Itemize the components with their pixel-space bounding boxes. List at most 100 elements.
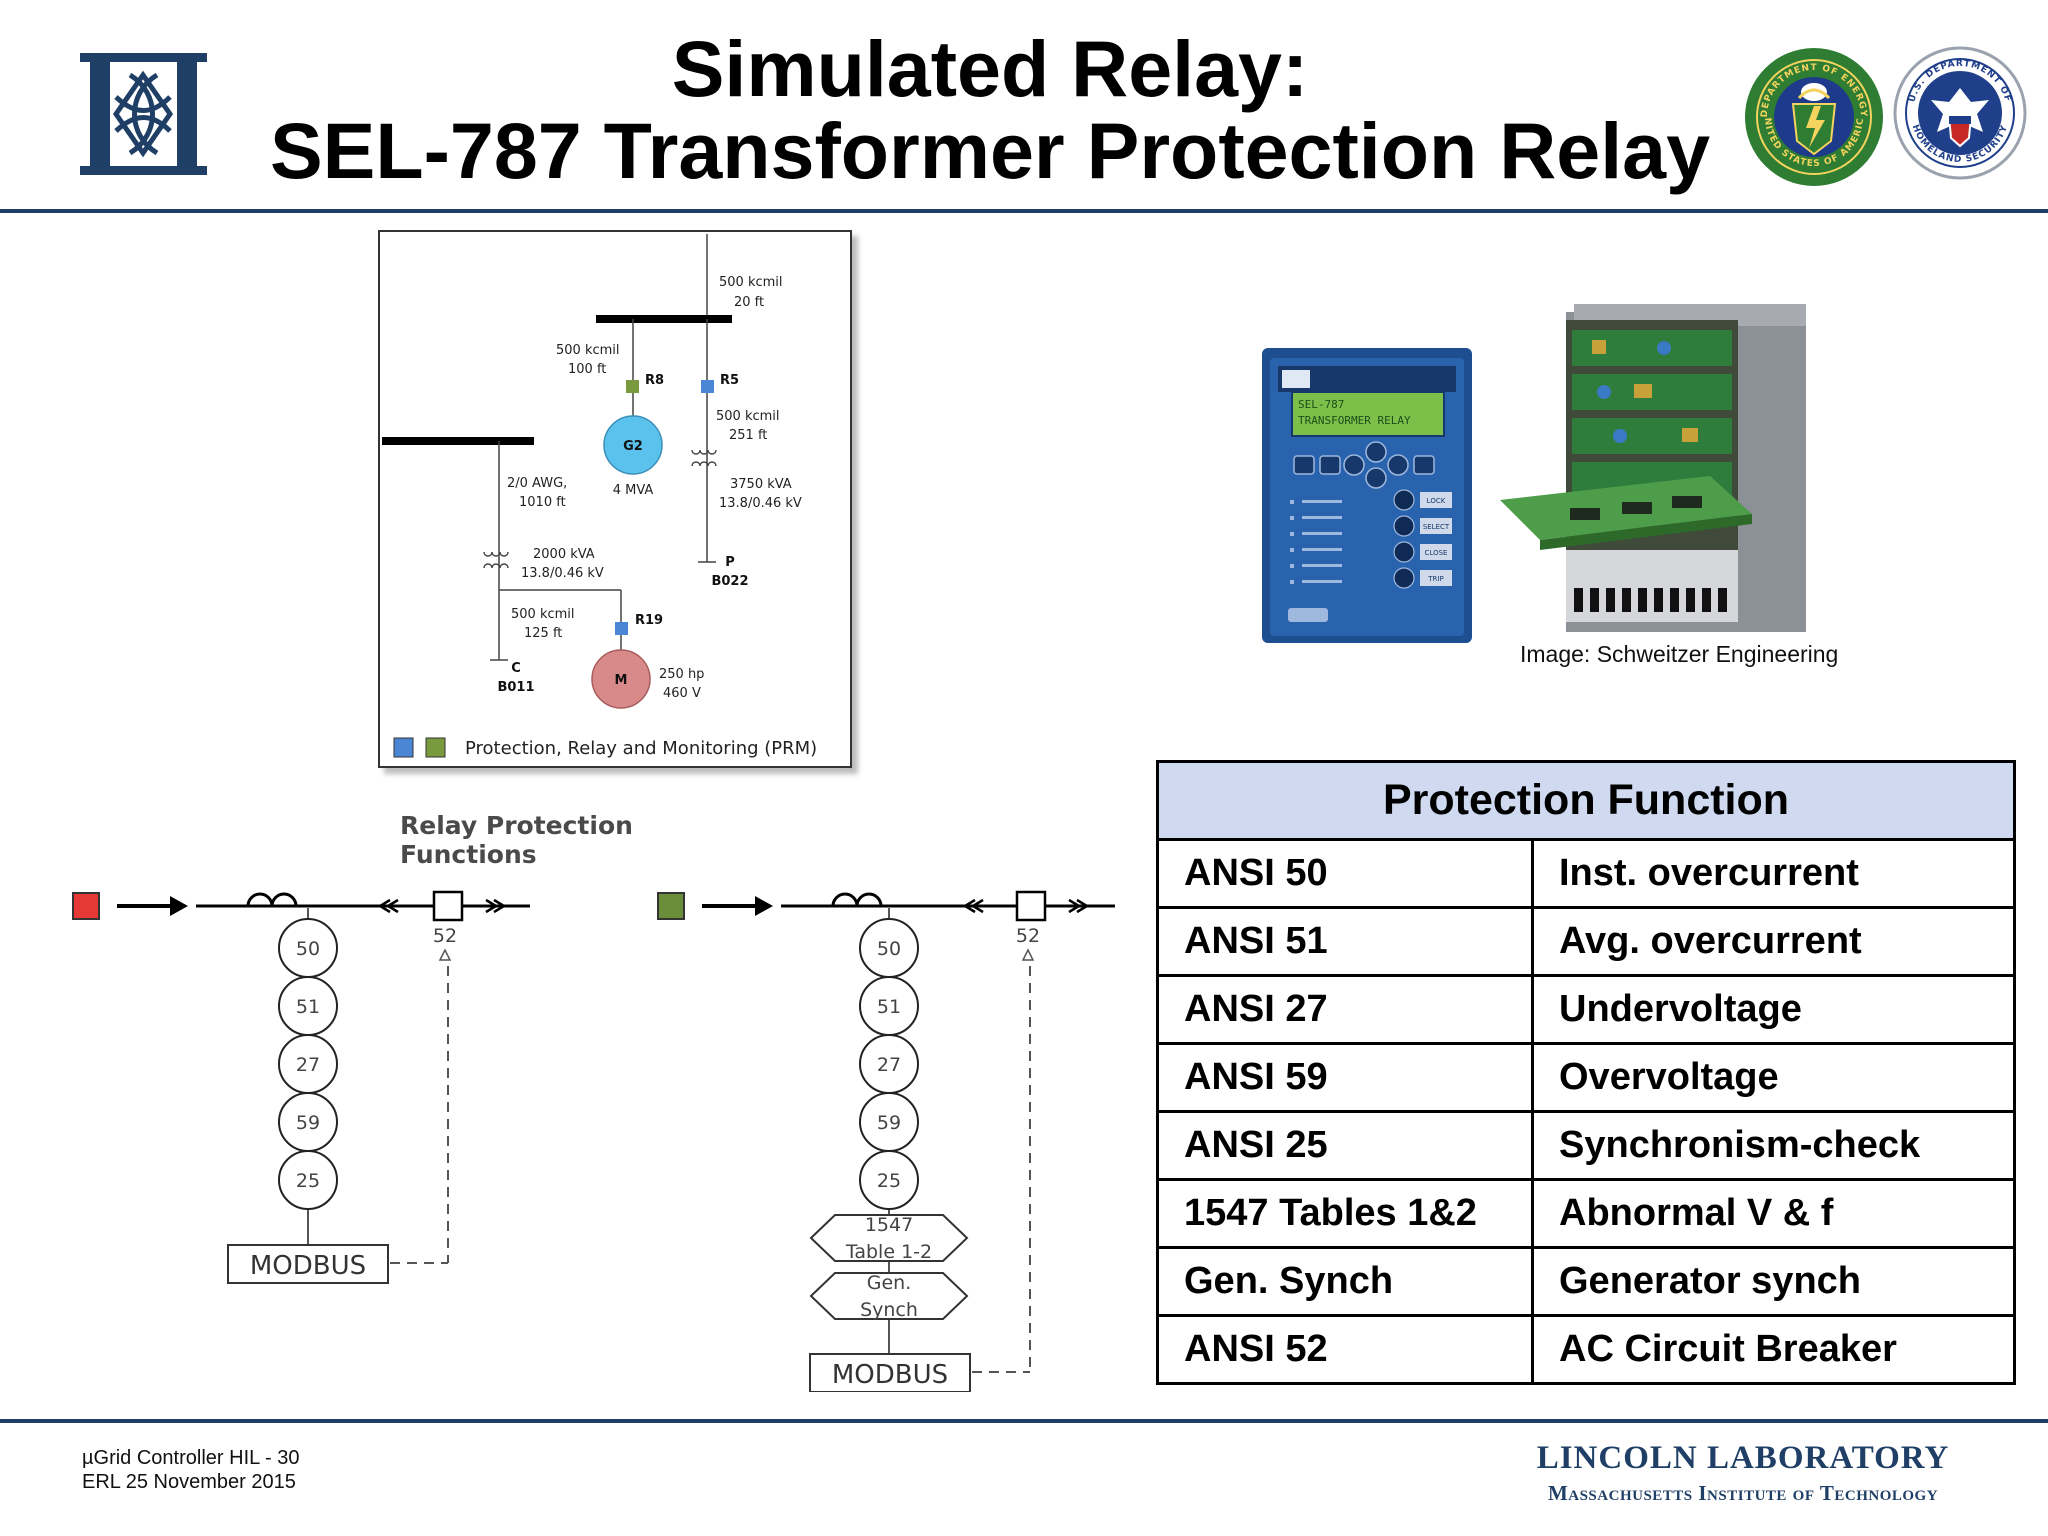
ansi-code: 1547 Tables 1&2 (1156, 1178, 1534, 1249)
red-indicator (72, 892, 100, 920)
generator-g2-rating: 4 MVA (613, 483, 654, 498)
image-credit: Image: Schweitzer Engineering (1520, 641, 1839, 667)
function-25-right: 25 (877, 1170, 901, 1192)
modbus-box-right (809, 1353, 971, 1392)
function-50: 50 (296, 938, 320, 960)
m-cable-length: 125 ft (524, 626, 562, 641)
ieee1547-table-label: Table 1-2 (845, 1241, 932, 1263)
mit-wordmark: Massachusetts Institute of Technology (1547, 1481, 1939, 1505)
sel-787-relay-photo: SEL-787 TRANSFORMER RELAY LOCK SELECT CL… (1262, 304, 1806, 643)
generator-g2 (603, 415, 663, 475)
gen-synch-label: Gen. (867, 1272, 912, 1294)
footer-left: µGrid Controller HIL - 30 ERL 25 Novembe… (82, 1446, 300, 1494)
one-line-diagram: 500 kcmil 20 ft 500 kcmil 100 ft R8 R5 5… (378, 230, 852, 768)
mit-ll-lattice-logo (80, 53, 207, 175)
relay-r19-label: R19 (635, 613, 663, 628)
one-line-svg: 500 kcmil 20 ft 500 kcmil 100 ft R8 R5 5… (382, 234, 817, 759)
relay-functions-left: 52 50 51 27 59 25 MODBUS (72, 890, 530, 1284)
r5-cable-size: 500 kcmil (716, 409, 780, 424)
motor-voltage: 460 V (663, 686, 701, 701)
header-divider (0, 209, 2048, 213)
trip-button-label: TRIP (1427, 575, 1443, 583)
legend-green-swatch (425, 737, 446, 758)
top-cable-size: 500 kcmil (719, 275, 783, 290)
relay-r19-marker (615, 622, 628, 635)
ansi-code: ANSI 52 (1156, 1314, 1534, 1385)
g2-cable-length: 100 ft (568, 362, 606, 377)
select-button-label: SELECT (1423, 523, 1450, 531)
generator-g2-label: G2 (623, 439, 643, 454)
synch-label: Synch (860, 1299, 918, 1321)
left-transformer-rating: 2000 kVA (533, 547, 595, 562)
function-description: Abnormal V & f (1531, 1178, 2016, 1249)
motor-m (591, 649, 651, 709)
left-transformer-voltage: 13.8/0.46 kV (521, 566, 604, 581)
ansi-code: Gen. Synch (1156, 1246, 1534, 1317)
legend-blue-swatch (393, 737, 414, 758)
function-stack-right: 50 51 27 59 25 (859, 918, 919, 1210)
function-59-right: 59 (877, 1112, 901, 1134)
right-transformer-voltage: 13.8/0.46 kV (719, 496, 802, 511)
function-description: Undervoltage (1531, 974, 2016, 1045)
title-line-1: Simulated Relay: (671, 24, 1309, 113)
ansi-code: ANSI 50 (1156, 838, 1534, 909)
relay-r5-marker (701, 380, 714, 393)
modbus-label-left: MODBUS (250, 1251, 366, 1281)
ansi-code: ANSI 59 (1156, 1042, 1534, 1113)
function-27: 27 (296, 1054, 320, 1076)
breaker-52-right (1015, 890, 1047, 922)
g2-cable-size: 500 kcmil (556, 343, 620, 358)
function-description: Generator synch (1531, 1246, 2016, 1317)
right-transformer-rating: 3750 kVA (730, 477, 792, 492)
function-description: Synchronism-check (1531, 1110, 2016, 1181)
motor-m-label: M (615, 673, 628, 688)
lcd-line-2: TRANSFORMER RELAY (1298, 414, 1411, 427)
lincoln-laboratory-wordmark: LINCOLN LABORATORY (1536, 1440, 1950, 1476)
function-description: Avg. overcurrent (1531, 906, 2016, 977)
function-59: 59 (296, 1112, 320, 1134)
relay-functions-right: 52 50 51 27 59 25 1547 Table 1-2 Gen. Sy… (657, 890, 1115, 1392)
bus-b022-label: B022 (711, 574, 748, 589)
modbus-label-right: MODBUS (832, 1360, 948, 1390)
lock-button-label: LOCK (1427, 497, 1446, 505)
title-line-2: SEL-787 Transformer Protection Relay (269, 106, 1711, 195)
function-25: 25 (296, 1170, 320, 1192)
function-51-right: 51 (877, 996, 901, 1018)
function-stack-left: 50 51 27 59 25 (278, 918, 338, 1210)
bus-p-label: P (725, 555, 735, 570)
gen-synch-hexagon (809, 1272, 969, 1320)
function-description: Overvoltage (1531, 1042, 2016, 1113)
r5-cable-length: 251 ft (729, 428, 767, 443)
relay-r8-marker (626, 380, 639, 393)
ieee1547-label: 1547 (865, 1214, 913, 1236)
breaker-52-label: 52 (433, 925, 457, 947)
function-51: 51 (296, 996, 320, 1018)
ansi-code: ANSI 27 (1156, 974, 1534, 1045)
slide-title: Simulated Relay: SEL-787 Transformer Pro… (240, 28, 1740, 192)
breaker-52 (432, 890, 464, 922)
footer-slide-label: µGrid Controller HIL - 30 (82, 1447, 300, 1469)
motor-hp: 250 hp (659, 667, 704, 682)
footer-divider (0, 1419, 2048, 1423)
relay-r5-label: R5 (720, 373, 739, 388)
relay-functions-title: Relay Protection Functions (400, 811, 633, 869)
footer-date: ERL 25 November 2015 (82, 1471, 296, 1493)
top-cable-length: 20 ft (734, 295, 764, 310)
relay-r8-label: R8 (645, 373, 664, 388)
left-cable-length: 1010 ft (519, 495, 566, 510)
homeland-security-seal: U.S. DEPARTMENT OF HOMELAND SECURITY (1893, 46, 2027, 180)
bus-b011-label: B011 (497, 680, 534, 695)
function-27-right: 27 (877, 1054, 901, 1076)
bus-c-label: C (511, 661, 521, 676)
function-description: AC Circuit Breaker (1531, 1314, 2016, 1385)
lcd-line-1: SEL-787 (1298, 398, 1344, 411)
function-50-right: 50 (877, 938, 901, 960)
ieee1547-hexagon (809, 1214, 969, 1262)
breaker-52-label-right: 52 (1016, 925, 1040, 947)
